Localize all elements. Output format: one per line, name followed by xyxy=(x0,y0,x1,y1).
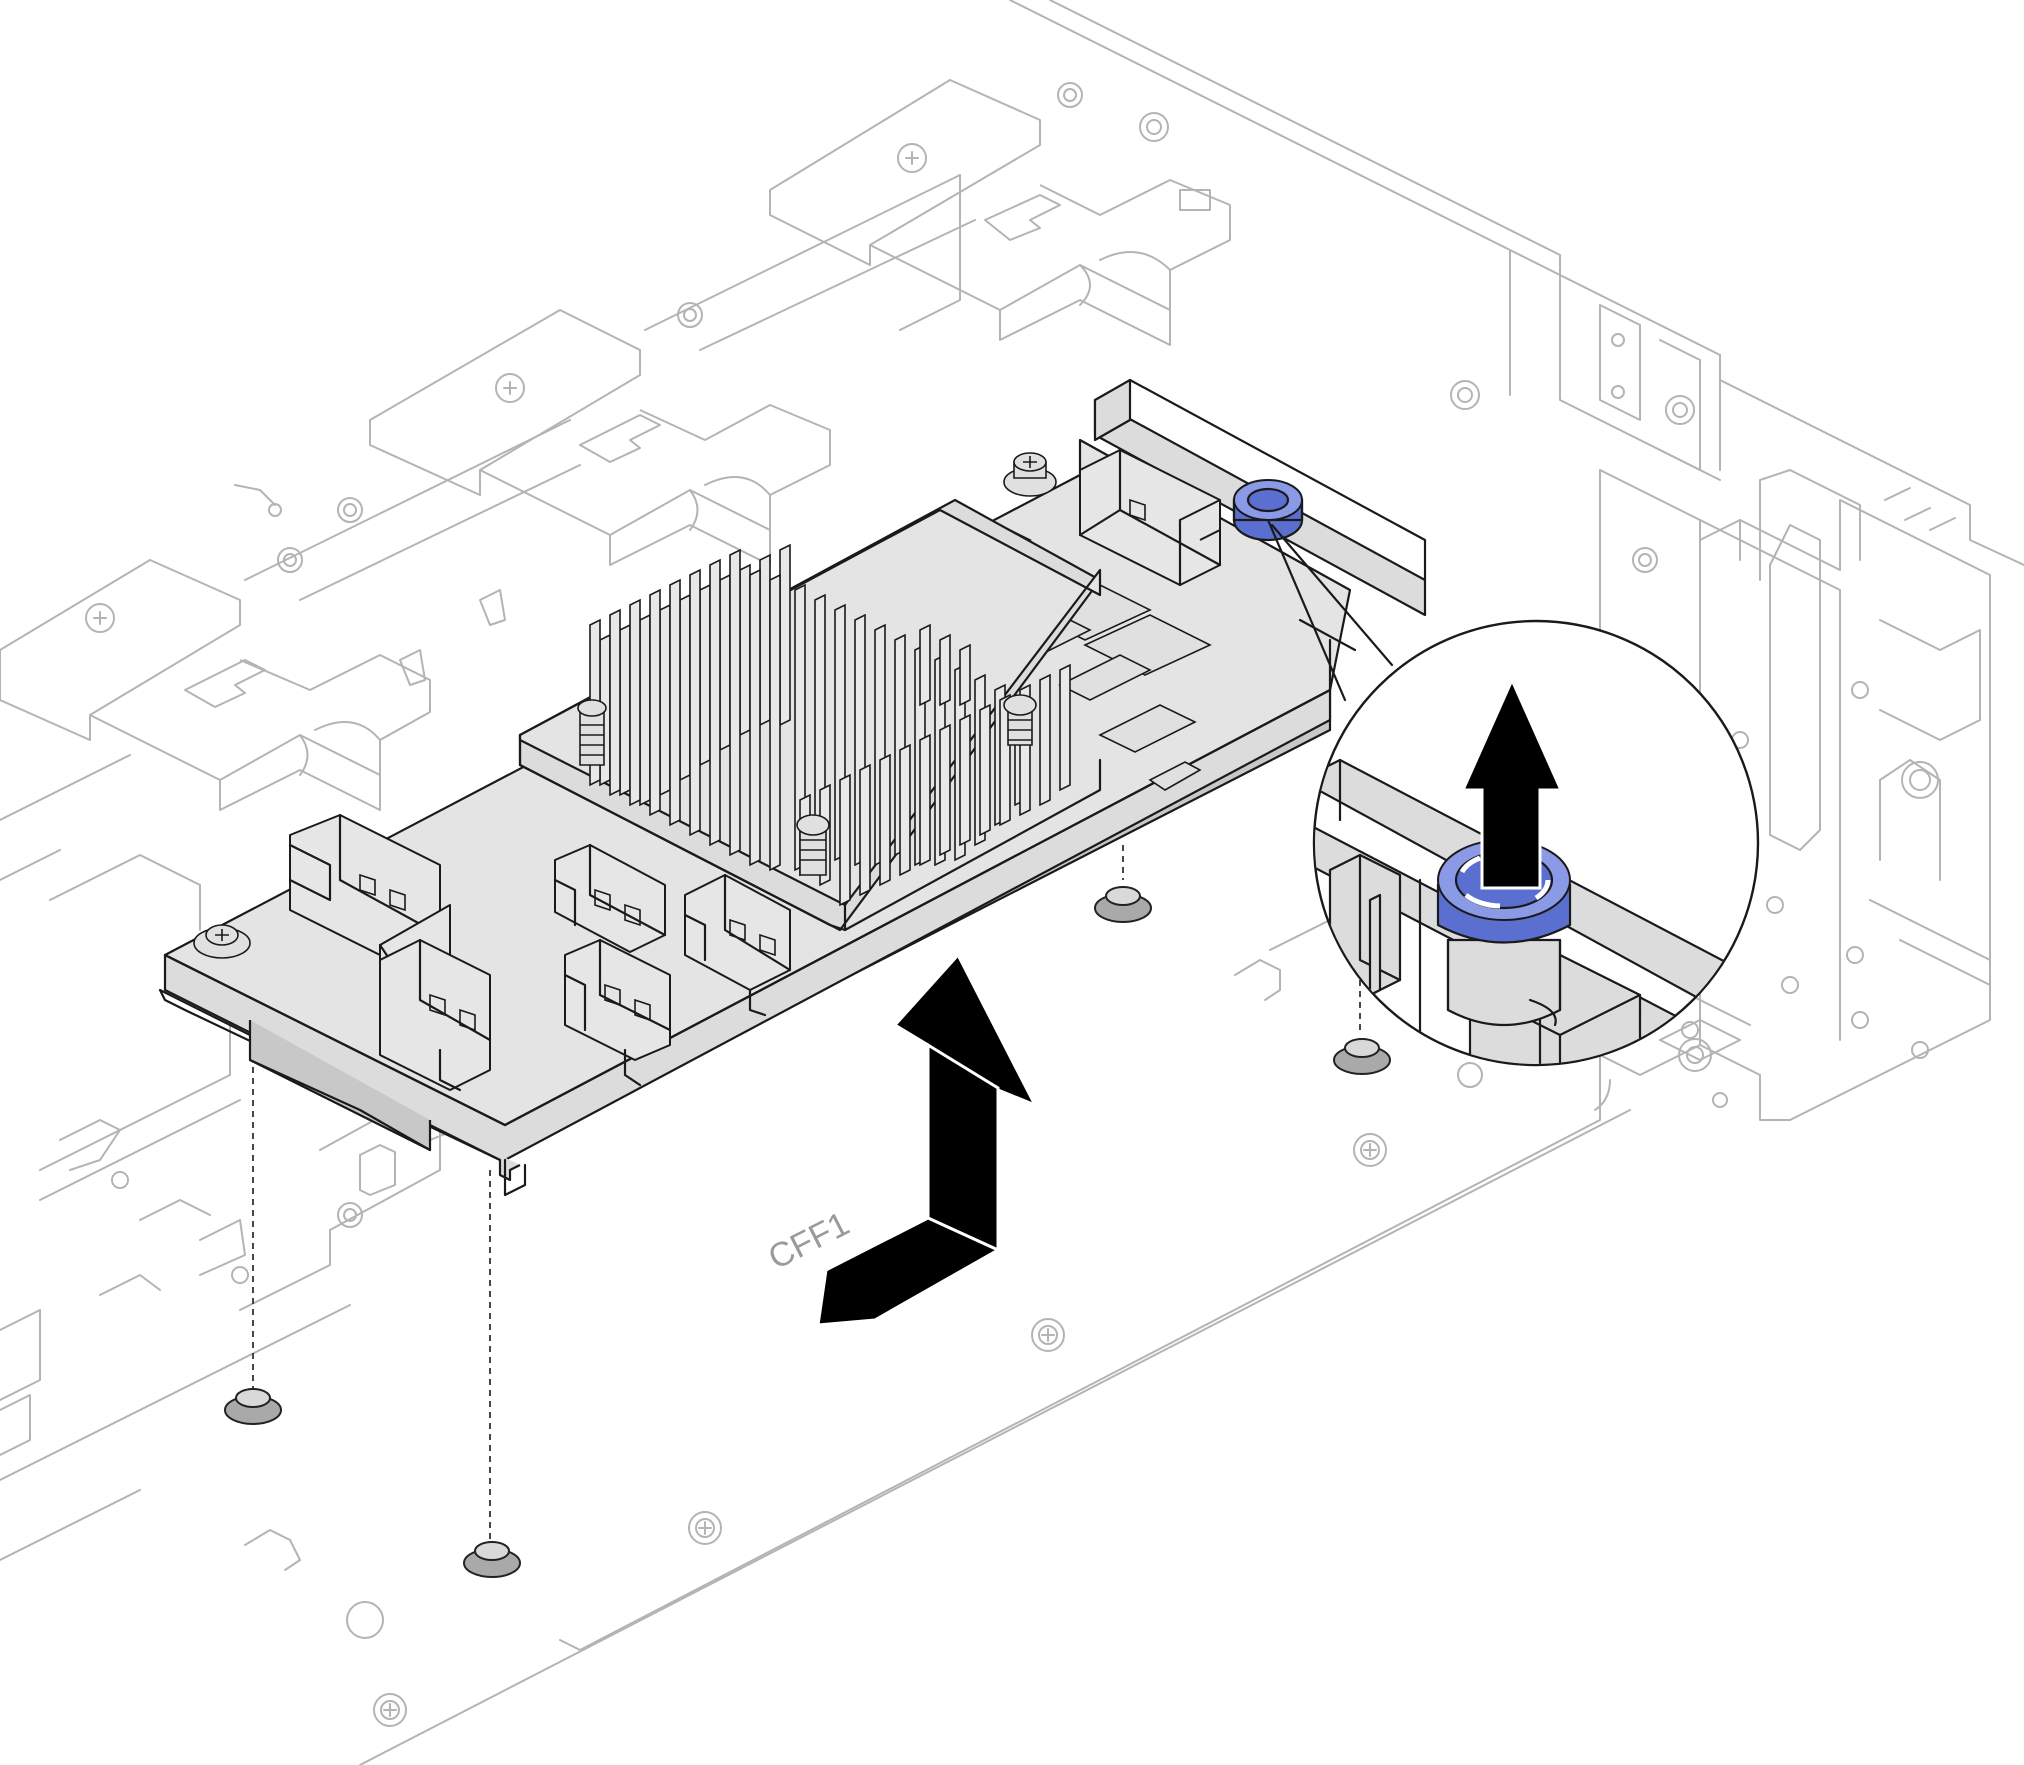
panel-screw xyxy=(688,1511,722,1545)
panel-screw xyxy=(373,1693,407,1727)
bay-latch-middle xyxy=(369,174,976,566)
board-screw xyxy=(1003,452,1057,497)
board-screw xyxy=(193,924,251,959)
plunger-lift-arrow-icon xyxy=(1460,676,1564,890)
panel-screw xyxy=(1031,1318,1065,1352)
board-connector xyxy=(553,843,672,1087)
release-pin-plunger-icon[interactable] xyxy=(1232,479,1304,542)
standoff xyxy=(1094,886,1152,923)
guide-lines xyxy=(252,845,1361,1540)
callout-leader xyxy=(1266,518,1394,702)
detail-callout xyxy=(1312,619,1760,1067)
lift-arrow-base xyxy=(816,1216,1002,1327)
spring-screw xyxy=(796,814,830,876)
standoff xyxy=(224,1388,282,1425)
bay-latch-top xyxy=(769,79,1231,346)
bay-latch-bottom xyxy=(0,419,581,811)
board-connector xyxy=(288,813,492,1092)
board-connector xyxy=(683,873,792,1017)
standoff xyxy=(1333,1038,1391,1075)
standoff xyxy=(463,1541,521,1578)
panel-screw xyxy=(1353,1133,1387,1167)
spring-screw xyxy=(1003,694,1037,746)
cff-adapter-board xyxy=(158,378,1427,1197)
spring-screw xyxy=(577,699,607,766)
